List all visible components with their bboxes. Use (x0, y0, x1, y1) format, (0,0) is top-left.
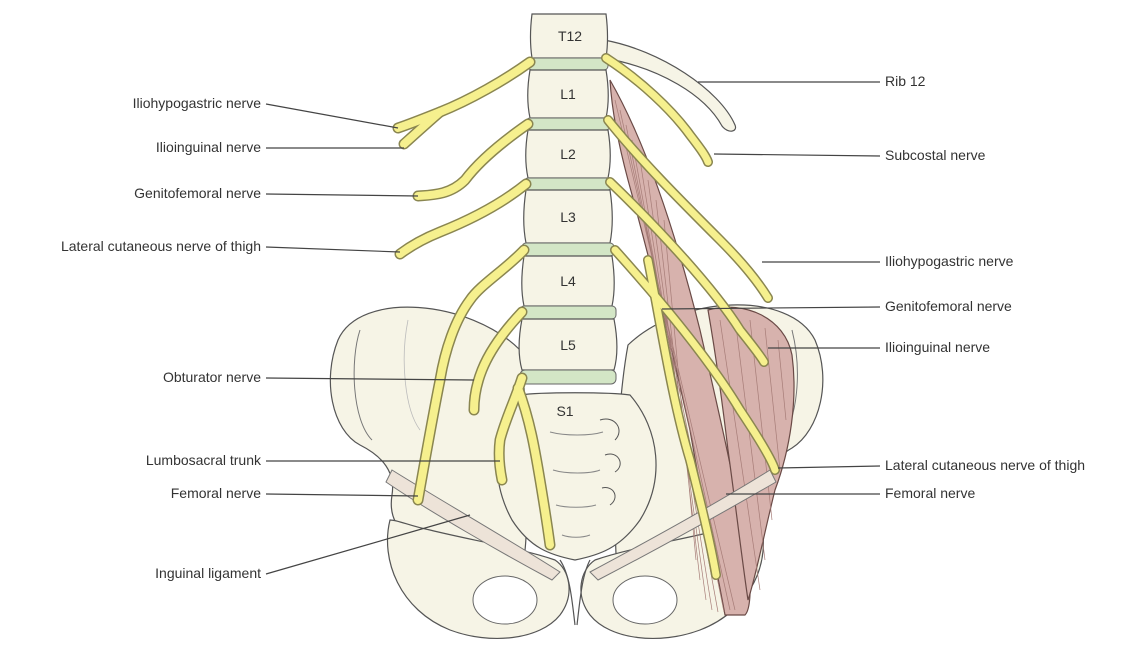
vertebra-label-l1: L1 (560, 86, 576, 102)
label-lumbosacral-trunk: Lumbosacral trunk (146, 452, 262, 468)
disc-l2-l3 (524, 178, 612, 190)
right-labels: Rib 12 Subcostal nerve Iliohypogastric n… (885, 73, 1085, 501)
label-genitofemoral-nerve-left: Genitofemoral nerve (134, 185, 261, 201)
label-femoral-nerve-left: Femoral nerve (171, 485, 261, 501)
disc-l5-s1 (520, 370, 616, 384)
label-ilioinguinal-nerve-right: Ilioinguinal nerve (885, 339, 990, 355)
disc-l1-l2 (526, 118, 610, 130)
label-femoral-nerve-right: Femoral nerve (885, 485, 975, 501)
vertebra-label-l3: L3 (560, 209, 576, 225)
disc-l3-l4 (522, 243, 614, 256)
label-genitofemoral-nerve-right: Genitofemoral nerve (885, 298, 1012, 314)
vertebra-label-l4: L4 (560, 273, 576, 289)
left-labels: Iliohypogastric nerve Ilioinguinal nerve… (61, 95, 262, 581)
vertebra-label-t12: T12 (558, 28, 582, 44)
label-lateral-cutaneous-nerve-left: Lateral cutaneous nerve of thigh (61, 238, 261, 254)
label-rib-12: Rib 12 (885, 73, 926, 89)
label-iliohypogastric-nerve-right: Iliohypogastric nerve (885, 253, 1014, 269)
label-subcostal-nerve: Subcostal nerve (885, 147, 986, 163)
vertebral-column (519, 14, 617, 384)
disc-t12-l1 (528, 58, 608, 70)
disc-l4-l5 (520, 306, 616, 319)
vertebra-label-l2: L2 (560, 146, 576, 162)
label-lateral-cutaneous-nerve-right: Lateral cutaneous nerve of thigh (885, 457, 1085, 473)
label-inguinal-ligament: Inguinal ligament (155, 565, 261, 581)
label-ilioinguinal-nerve-left: Ilioinguinal nerve (156, 139, 261, 155)
vertebra-label-l5: L5 (560, 337, 576, 353)
vertebra-label-s1: S1 (556, 403, 573, 419)
label-obturator-nerve: Obturator nerve (163, 369, 261, 385)
label-iliohypogastric-nerve-left: Iliohypogastric nerve (133, 95, 262, 111)
